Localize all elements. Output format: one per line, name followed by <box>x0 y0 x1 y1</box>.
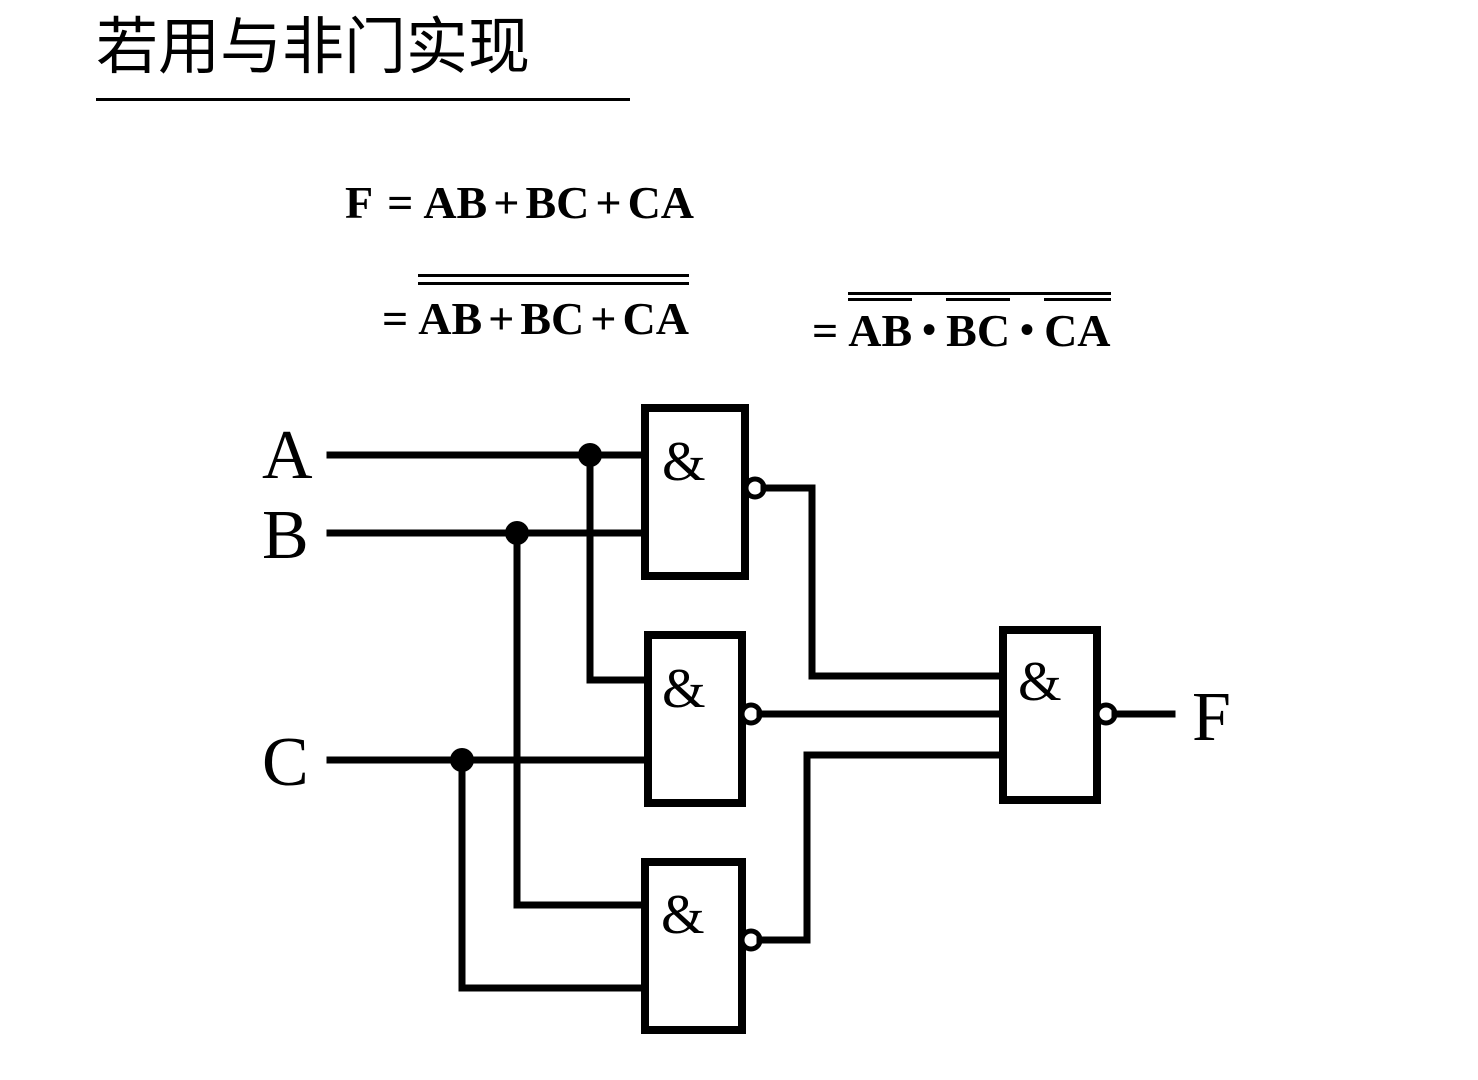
eq2-term-bc: BC <box>520 293 585 344</box>
input-label-b: B <box>262 497 309 574</box>
wire-gate1-to-gate4 <box>760 484 1007 680</box>
eq2-term-ca: CA <box>622 293 689 344</box>
equation-line-2: =AB+BC+CA <box>382 274 689 345</box>
gate-nand-4[interactable] <box>999 626 1101 804</box>
eq1-op-1: + <box>493 177 520 228</box>
eq3-term-bc-bar: BC <box>946 298 1011 357</box>
gate-3-symbol: & <box>661 884 705 946</box>
input-label-a: A <box>262 417 313 494</box>
eq2-op-2: + <box>590 293 617 344</box>
junction-dot-b <box>505 521 529 545</box>
page-title: 若用与非门实现 <box>96 10 531 83</box>
eq1-term-ab: AB <box>423 177 488 228</box>
eq1-lhs: F <box>345 177 374 228</box>
eq3-op-1: • <box>922 307 937 352</box>
eq1-equals: = <box>387 177 414 228</box>
wire-c-branch-to-gate3 <box>458 756 649 992</box>
junction-dot-c <box>450 748 474 772</box>
output-label-f: F <box>1192 679 1231 756</box>
eq2-double-overbar-group: AB+BC+CA <box>418 274 689 345</box>
gate-1-symbol: & <box>662 431 706 493</box>
wire-gate3-to-gate4 <box>756 751 1007 944</box>
eq3-outer-overbar-group: AB•BC•CA <box>848 292 1111 357</box>
eq1-op-2: + <box>595 177 622 228</box>
title-underline <box>96 98 630 101</box>
junction-dot-a <box>578 443 602 467</box>
wire-a-branch-to-gate2 <box>586 451 652 684</box>
input-label-c: C <box>262 724 309 801</box>
eq3-equals: = <box>812 305 839 356</box>
gate-nand-2[interactable] <box>644 631 746 807</box>
eq2-equals: = <box>382 293 409 344</box>
gate-nand-1[interactable] <box>641 404 749 580</box>
eq3-term-ab-bar: AB <box>848 298 913 357</box>
page-title-block: 若用与非门实现 <box>96 10 630 101</box>
eq2-op-1: + <box>488 293 515 344</box>
eq1-term-ca: CA <box>627 177 695 228</box>
eq3-term-ca-bar: CA <box>1044 298 1111 357</box>
gate-2-symbol: & <box>662 658 706 720</box>
eq2-term-ab: AB <box>418 293 483 344</box>
wire-b-branch-to-gate3 <box>513 529 649 909</box>
equation-line-1: F=AB+BC+CA <box>345 176 694 229</box>
eq3-op-2: • <box>1020 307 1035 352</box>
eq1-term-bc: BC <box>525 177 590 228</box>
gate-4-symbol: & <box>1018 651 1062 713</box>
equation-line-3: =AB•BC•CA <box>812 282 1111 357</box>
